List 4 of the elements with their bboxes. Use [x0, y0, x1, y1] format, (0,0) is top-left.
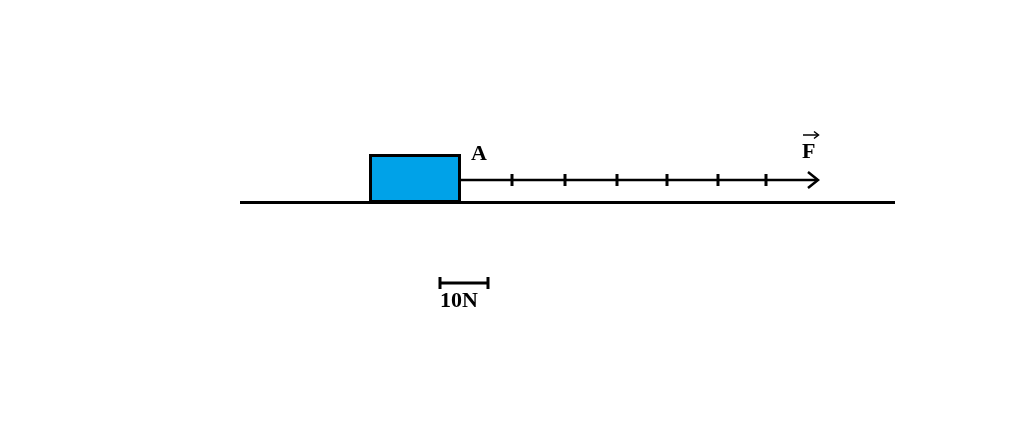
block — [369, 154, 461, 203]
point-label: F — [802, 140, 816, 162]
point-label: A — [471, 142, 487, 164]
scale-label: 10N — [440, 289, 478, 311]
